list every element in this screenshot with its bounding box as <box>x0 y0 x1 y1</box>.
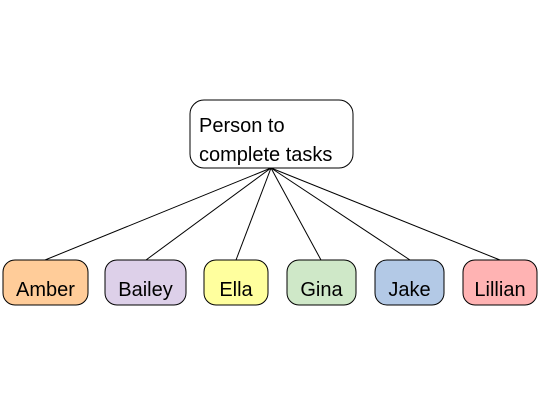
connector-lines <box>44 167 501 261</box>
person-node-label: Ella <box>219 279 253 301</box>
connector-gina <box>270 167 322 261</box>
connector-bailey <box>145 167 272 261</box>
person-node-lillian: Lillian <box>462 259 538 306</box>
person-node-box <box>374 259 445 306</box>
person-node-label: Gina <box>300 279 343 301</box>
person-node-jake: Jake <box>374 259 445 306</box>
connector-amber <box>44 167 272 261</box>
connector-ella <box>235 167 272 261</box>
person-node-label: Amber <box>16 279 75 301</box>
connector-lillian <box>270 167 501 261</box>
root-node-box <box>189 99 354 169</box>
person-node-box <box>462 259 538 306</box>
person-node-amber: Amber <box>2 259 89 306</box>
person-node-label: Jake <box>388 279 430 301</box>
root-node: Person to complete tasks <box>189 99 354 169</box>
person-node-box <box>104 259 187 306</box>
person-node-label: Bailey <box>118 279 172 301</box>
person-node-box <box>203 259 269 306</box>
person-node-gina: Gina <box>286 259 357 306</box>
person-node-bailey: Bailey <box>104 259 187 306</box>
person-node-ella: Ella <box>203 259 269 306</box>
person-node-label: Lillian <box>474 279 525 301</box>
connector-jake <box>270 167 411 261</box>
root-node-label-line-2: complete tasks <box>199 144 332 166</box>
person-node-box <box>2 259 89 306</box>
root-node-label-line-1: Person to <box>199 115 285 137</box>
person-node-box <box>286 259 357 306</box>
